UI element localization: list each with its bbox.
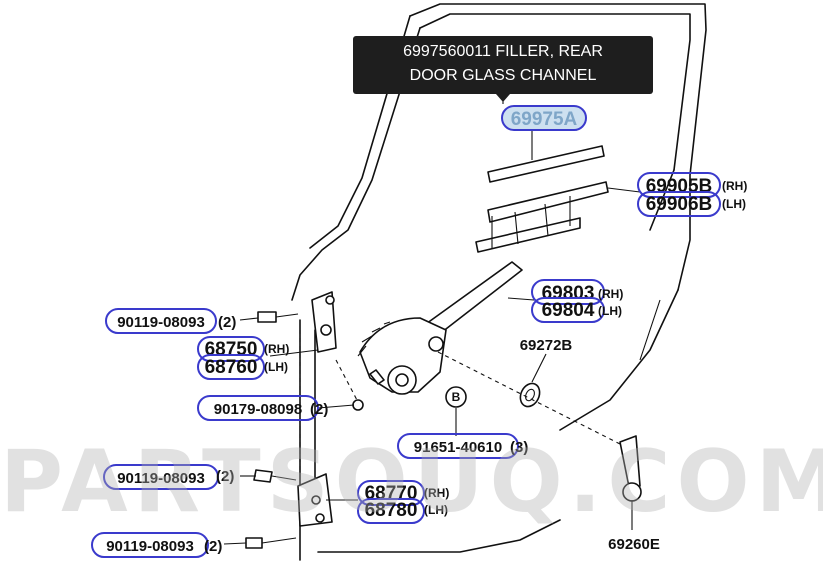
reference-mark-b: B <box>445 386 467 408</box>
label-90119-08093-mid[interactable]: 90119-08093 (2) <box>103 464 234 490</box>
part-number[interactable]: 69975A <box>511 109 578 130</box>
quantity: (2) <box>216 468 234 485</box>
side-label: (LH) <box>598 304 622 318</box>
part-number[interactable]: 90119-08093 <box>117 314 205 331</box>
label-69804[interactable]: 69804 (LH) <box>531 297 622 323</box>
part-number[interactable]: 68780 <box>365 500 418 521</box>
tooltip-line-1: 6997560011 FILLER, REAR <box>403 43 603 60</box>
tooltip-arrow <box>496 94 510 102</box>
label-90119-08093-bottom[interactable]: 90119-08093 (2) <box>91 532 222 558</box>
side-label: (LH) <box>722 197 746 211</box>
part-number[interactable]: 69906B <box>646 194 713 215</box>
upper-hinge <box>311 291 337 353</box>
part-number[interactable]: 90119-08093 <box>106 538 194 555</box>
label-69975A[interactable]: 69975A <box>501 105 587 131</box>
label-68780[interactable]: 68780 (LH) <box>357 498 448 524</box>
window-regulator <box>357 261 523 395</box>
part-number[interactable]: 68760 <box>205 357 258 378</box>
quantity: (3) <box>510 439 528 456</box>
glass-channel-strips <box>475 145 609 253</box>
label-69906B[interactable]: 69906B (LH) <box>637 191 746 217</box>
side-label: (RH) <box>424 486 449 500</box>
label-90179-08098[interactable]: 90179-08098 (2) <box>197 395 328 421</box>
bolts <box>245 311 364 549</box>
label-68760[interactable]: 68760 (LH) <box>197 354 288 380</box>
lower-hinge <box>297 473 333 527</box>
handle-grommet <box>519 382 541 408</box>
part-number[interactable]: 69804 <box>542 300 595 321</box>
side-label: (LH) <box>264 360 288 374</box>
quantity: (2) <box>310 401 328 418</box>
part-number[interactable]: 69260E <box>608 536 660 553</box>
part-number[interactable]: 90179-08098 <box>214 401 302 418</box>
reference-lines <box>299 330 621 470</box>
door-outline <box>291 3 707 561</box>
part-number[interactable]: 69272B <box>520 337 573 354</box>
reference-mark-b-label: B <box>452 390 461 404</box>
side-label: (RH) <box>598 287 623 301</box>
part-number[interactable]: 90119-08093 <box>117 470 205 487</box>
side-label: (RH) <box>264 342 289 356</box>
side-label: (RH) <box>722 179 747 193</box>
window-crank-handle <box>619 435 642 502</box>
tooltip-line-2: DOOR GLASS CHANNEL <box>409 67 597 84</box>
part-tooltip: 6997560011 FILLER, REAR DOOR GLASS CHANN… <box>353 36 653 102</box>
quantity: (2) <box>218 314 236 331</box>
label-69272B[interactable]: 69272B <box>520 337 573 354</box>
label-91651-40610[interactable]: 91651-40610 (3) <box>397 433 528 459</box>
side-label: (LH) <box>424 503 448 517</box>
label-90119-08093-top[interactable]: 90119-08093 (2) <box>105 308 236 334</box>
label-69260E[interactable]: 69260E <box>608 536 660 553</box>
leader-lines <box>223 130 641 545</box>
quantity: (2) <box>204 538 222 555</box>
part-number[interactable]: 91651-40610 <box>414 439 502 456</box>
